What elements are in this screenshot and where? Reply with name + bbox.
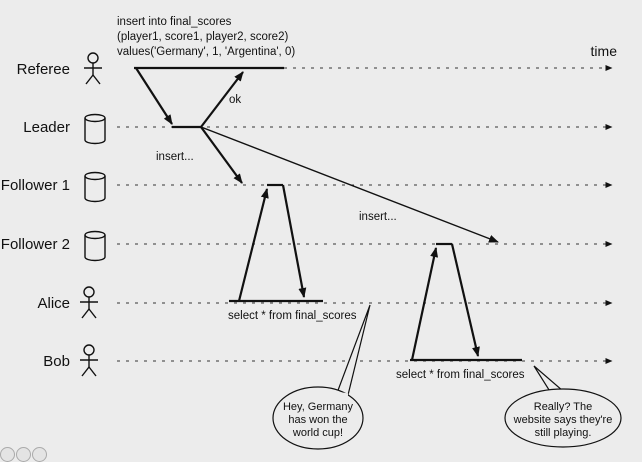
person-icon xyxy=(80,344,98,377)
replication-arrow-follower1 xyxy=(200,126,243,184)
alice-request-arrow xyxy=(237,188,269,302)
actor-label-follower1: Follower 1 xyxy=(1,177,70,194)
bob-bubble-line: website says they're xyxy=(513,414,613,426)
alice-speech-bubble: Hey, Germany has won the world cup! xyxy=(272,304,371,450)
replication-arrow-follower2 xyxy=(200,126,499,243)
control-icon[interactable] xyxy=(16,447,31,462)
database-icon xyxy=(84,171,106,203)
database-icon xyxy=(84,230,106,262)
database-icon xyxy=(84,113,106,145)
control-icon[interactable] xyxy=(0,447,15,462)
bob-bubble-line: Really? The xyxy=(534,401,593,413)
actor-label-bob: Bob xyxy=(43,353,70,370)
insert-statement-line: values('Germany', 1, 'Argentina', 0) xyxy=(117,46,295,58)
alice-bubble-line: has won the xyxy=(288,414,347,426)
player-controls xyxy=(0,442,60,462)
insert-statement-line: insert into final_scores xyxy=(117,16,232,28)
bob-request-arrow xyxy=(410,247,439,361)
alice-bubble-line: Hey, Germany xyxy=(283,401,354,413)
bob-bubble-line: still playing. xyxy=(535,427,592,439)
ok-label: ok xyxy=(229,94,241,106)
insert-label-follower2: insert... xyxy=(359,211,397,223)
person-icon xyxy=(84,52,102,85)
bob-speech-bubble: Really? The website says they're still p… xyxy=(504,365,622,448)
control-icon[interactable] xyxy=(32,447,47,462)
actor-label-follower2: Follower 2 xyxy=(1,236,70,253)
insert-label-follower1: insert... xyxy=(156,151,194,163)
alice-query-text: select * from final_scores xyxy=(228,310,357,322)
actor-label-leader: Leader xyxy=(23,119,70,136)
actor-label-alice: Alice xyxy=(37,295,70,312)
ok-arrow xyxy=(200,71,244,128)
time-label: time xyxy=(591,43,618,59)
write-arrow xyxy=(135,67,173,125)
person-icon xyxy=(80,286,98,319)
bob-query-text: select * from final_scores xyxy=(396,369,525,381)
bob-response-arrow xyxy=(450,243,480,357)
alice-response-arrow xyxy=(281,184,307,298)
actor-label-referee: Referee xyxy=(17,61,70,78)
insert-statement-line: (player1, score1, player2, score2) xyxy=(117,31,288,43)
alice-bubble-line: world cup! xyxy=(292,427,343,439)
